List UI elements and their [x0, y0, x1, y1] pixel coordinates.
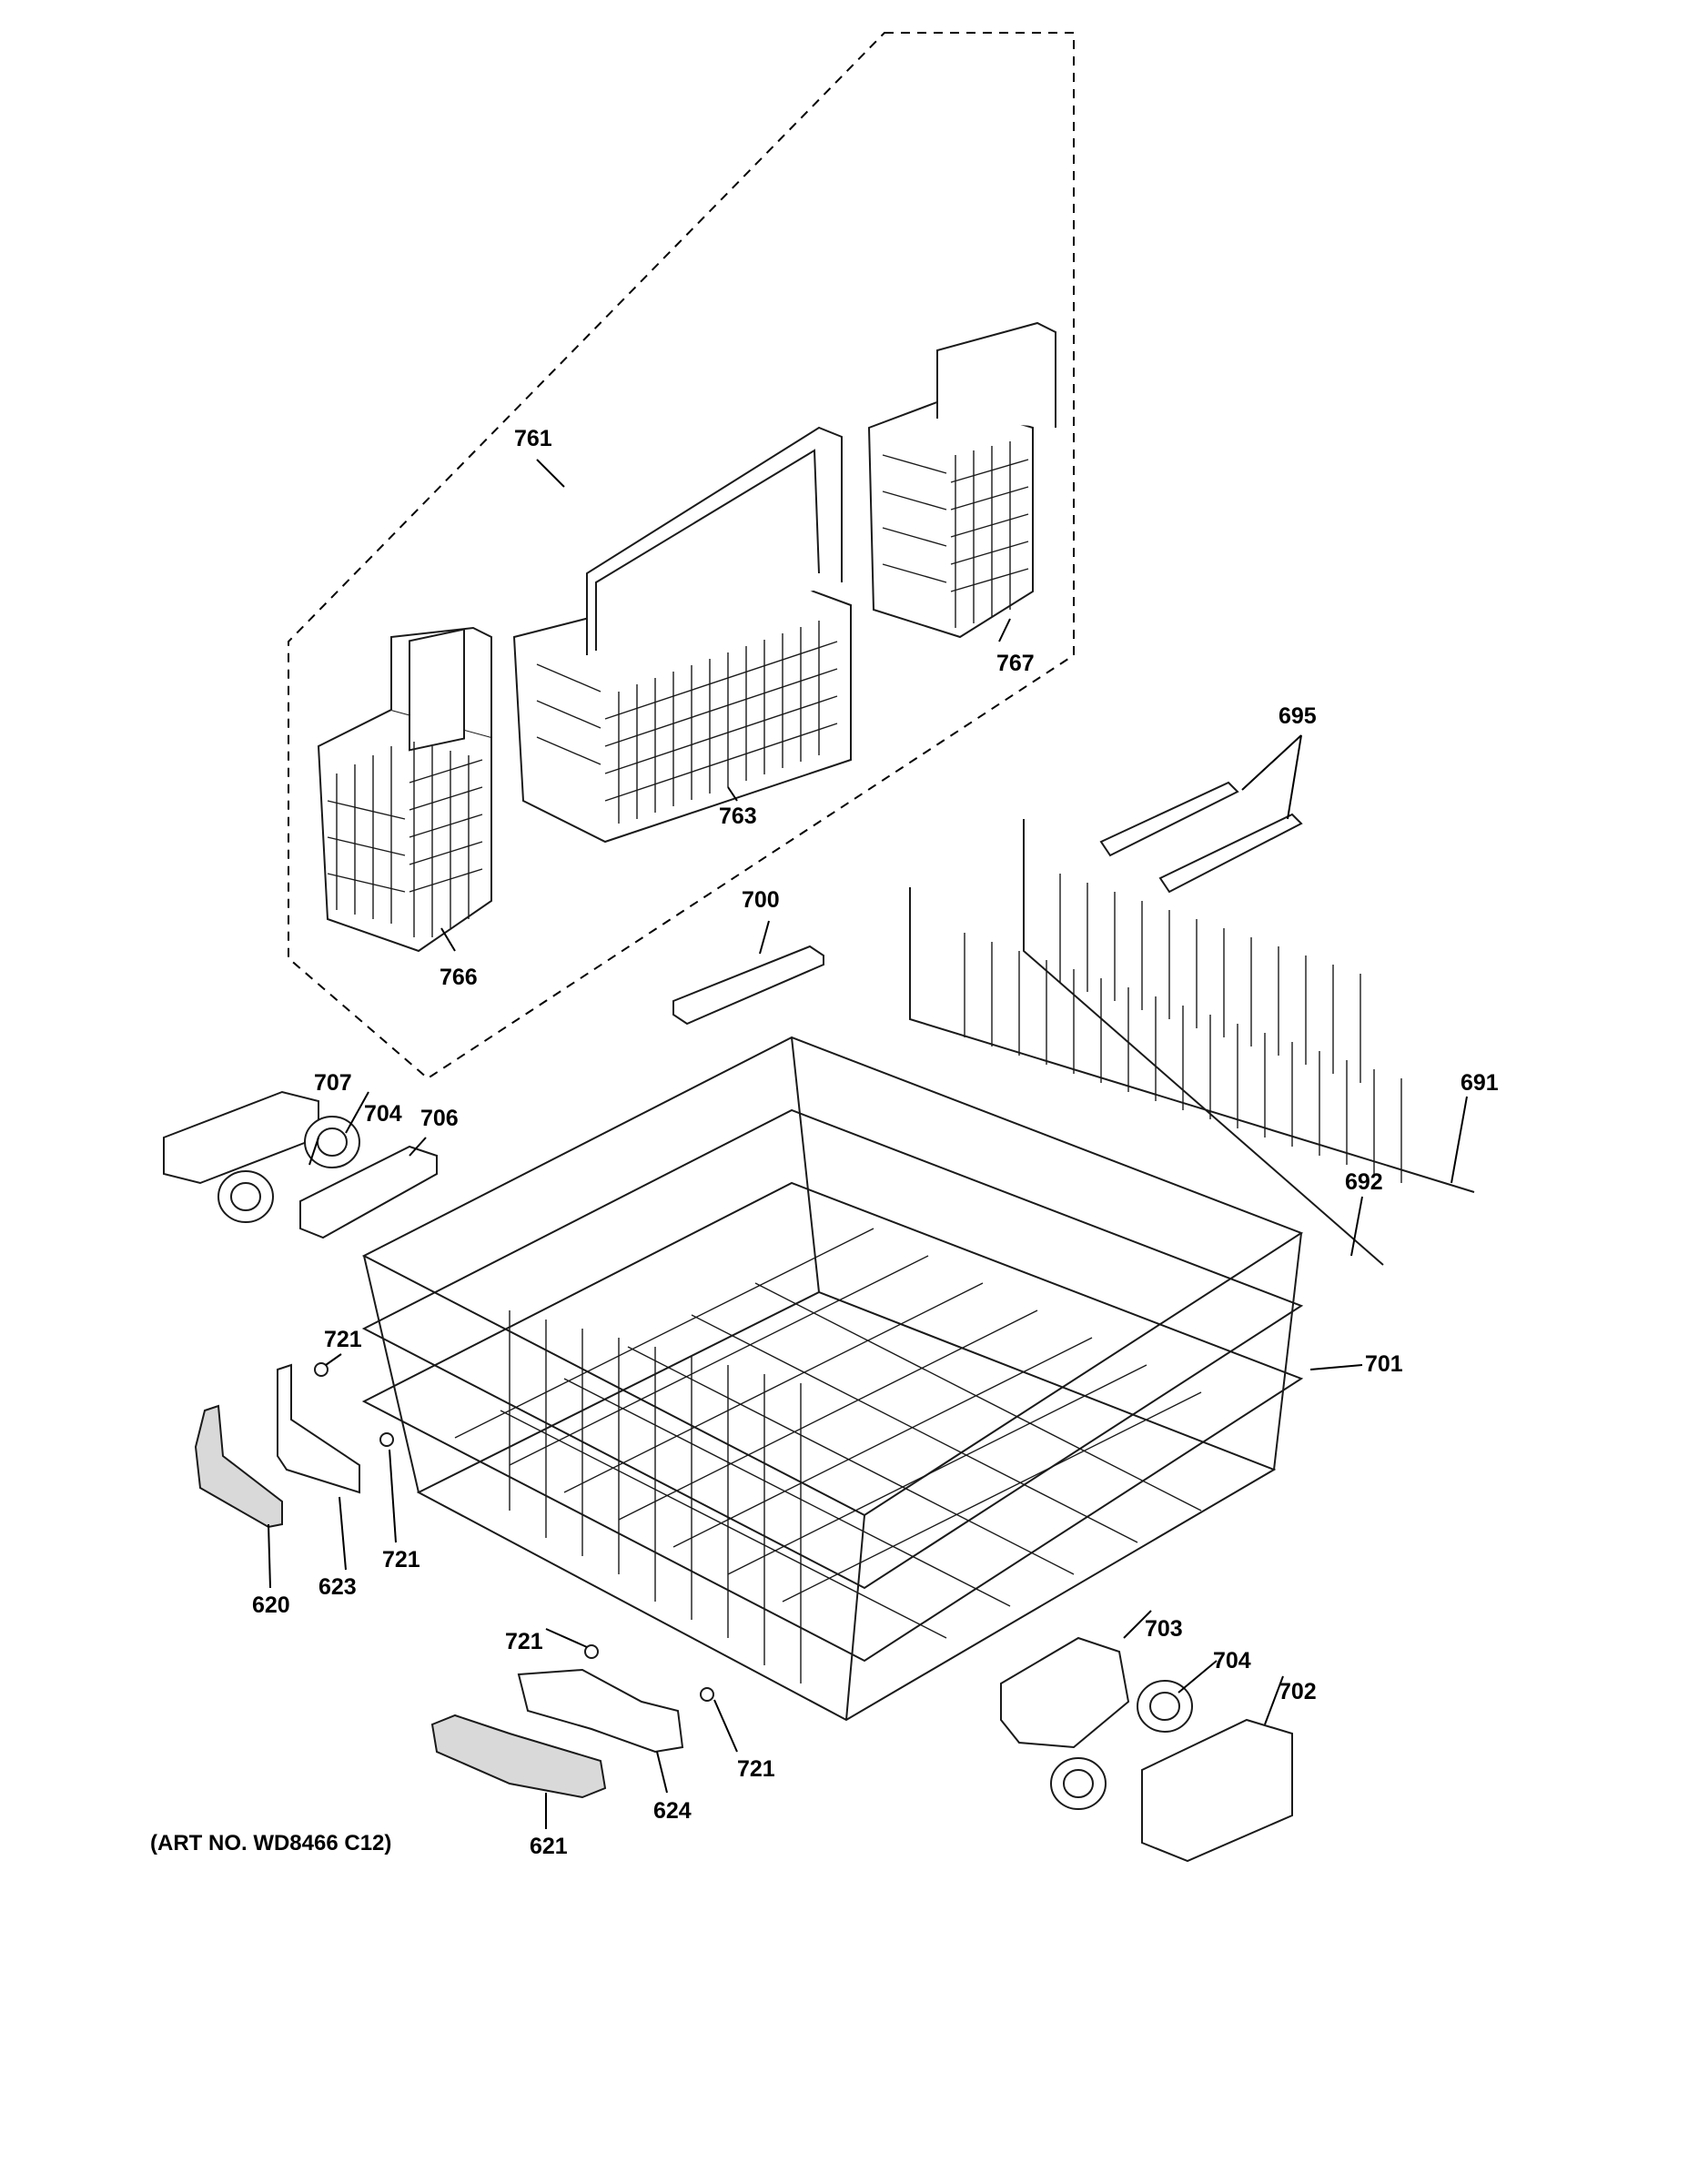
callout-766: 766: [440, 965, 478, 990]
rack-bumper-left-623: [277, 1363, 360, 1494]
art-number: (ART NO. WD8466 C12): [150, 1831, 391, 1855]
callout-703: 703: [1145, 1616, 1183, 1642]
callout-624: 624: [653, 1798, 692, 1824]
rack-adjuster-bar: [672, 945, 824, 1026]
callout-700: 700: [742, 887, 780, 913]
screw-721-d: [700, 1687, 714, 1702]
screw-721-a: [314, 1362, 329, 1377]
silverware-basket-small-right: [867, 321, 1056, 639]
rack-bumper-cover-620: [194, 1404, 283, 1529]
callout-623: 623: [318, 1574, 357, 1600]
wheel-bracket-left: [299, 1145, 438, 1239]
rack-end-cap-left: [163, 1090, 319, 1185]
wheel-left-lower: [217, 1170, 274, 1223]
callout-621: 621: [530, 1834, 568, 1859]
callout-692: 692: [1345, 1169, 1383, 1195]
callout-721-c: 721: [505, 1629, 543, 1654]
screw-721-b: [379, 1432, 394, 1447]
tine-rows: [909, 819, 1475, 1266]
silverware-basket-kit-outline: [288, 32, 1075, 1080]
callout-702: 702: [1279, 1679, 1317, 1704]
callout-767: 767: [996, 651, 1035, 676]
callout-704-right: 704: [1213, 1648, 1251, 1673]
wheel-bracket-right: [1000, 1636, 1130, 1749]
wheel-right-lower: [1050, 1757, 1107, 1810]
screw-721-c: [584, 1644, 599, 1659]
callout-695: 695: [1279, 703, 1317, 729]
callout-721-a: 721: [324, 1327, 362, 1352]
rack-clip-pair: [1099, 781, 1303, 894]
rack-bumper-cover-621: [430, 1714, 607, 1799]
callout-761: 761: [514, 426, 552, 451]
wheel-left-upper: [304, 1116, 360, 1168]
callout-704-left: 704: [364, 1101, 402, 1127]
callout-691: 691: [1461, 1070, 1499, 1096]
rack-end-cap-right: [1141, 1718, 1293, 1863]
callout-620: 620: [252, 1592, 290, 1618]
callout-707: 707: [314, 1070, 352, 1096]
callout-721-d: 721: [737, 1756, 775, 1782]
lower-rack: [361, 1036, 1304, 1722]
silverware-basket-small-left: [317, 626, 492, 953]
leader-lines: [268, 459, 1468, 1829]
callout-763: 763: [719, 804, 757, 829]
callout-701: 701: [1365, 1351, 1403, 1377]
wheel-right-upper: [1137, 1680, 1193, 1733]
callout-706: 706: [420, 1106, 459, 1131]
silverware-basket-center: [512, 426, 852, 844]
rack-bumper-right-624: [517, 1668, 684, 1754]
callout-721-b: 721: [382, 1547, 420, 1572]
